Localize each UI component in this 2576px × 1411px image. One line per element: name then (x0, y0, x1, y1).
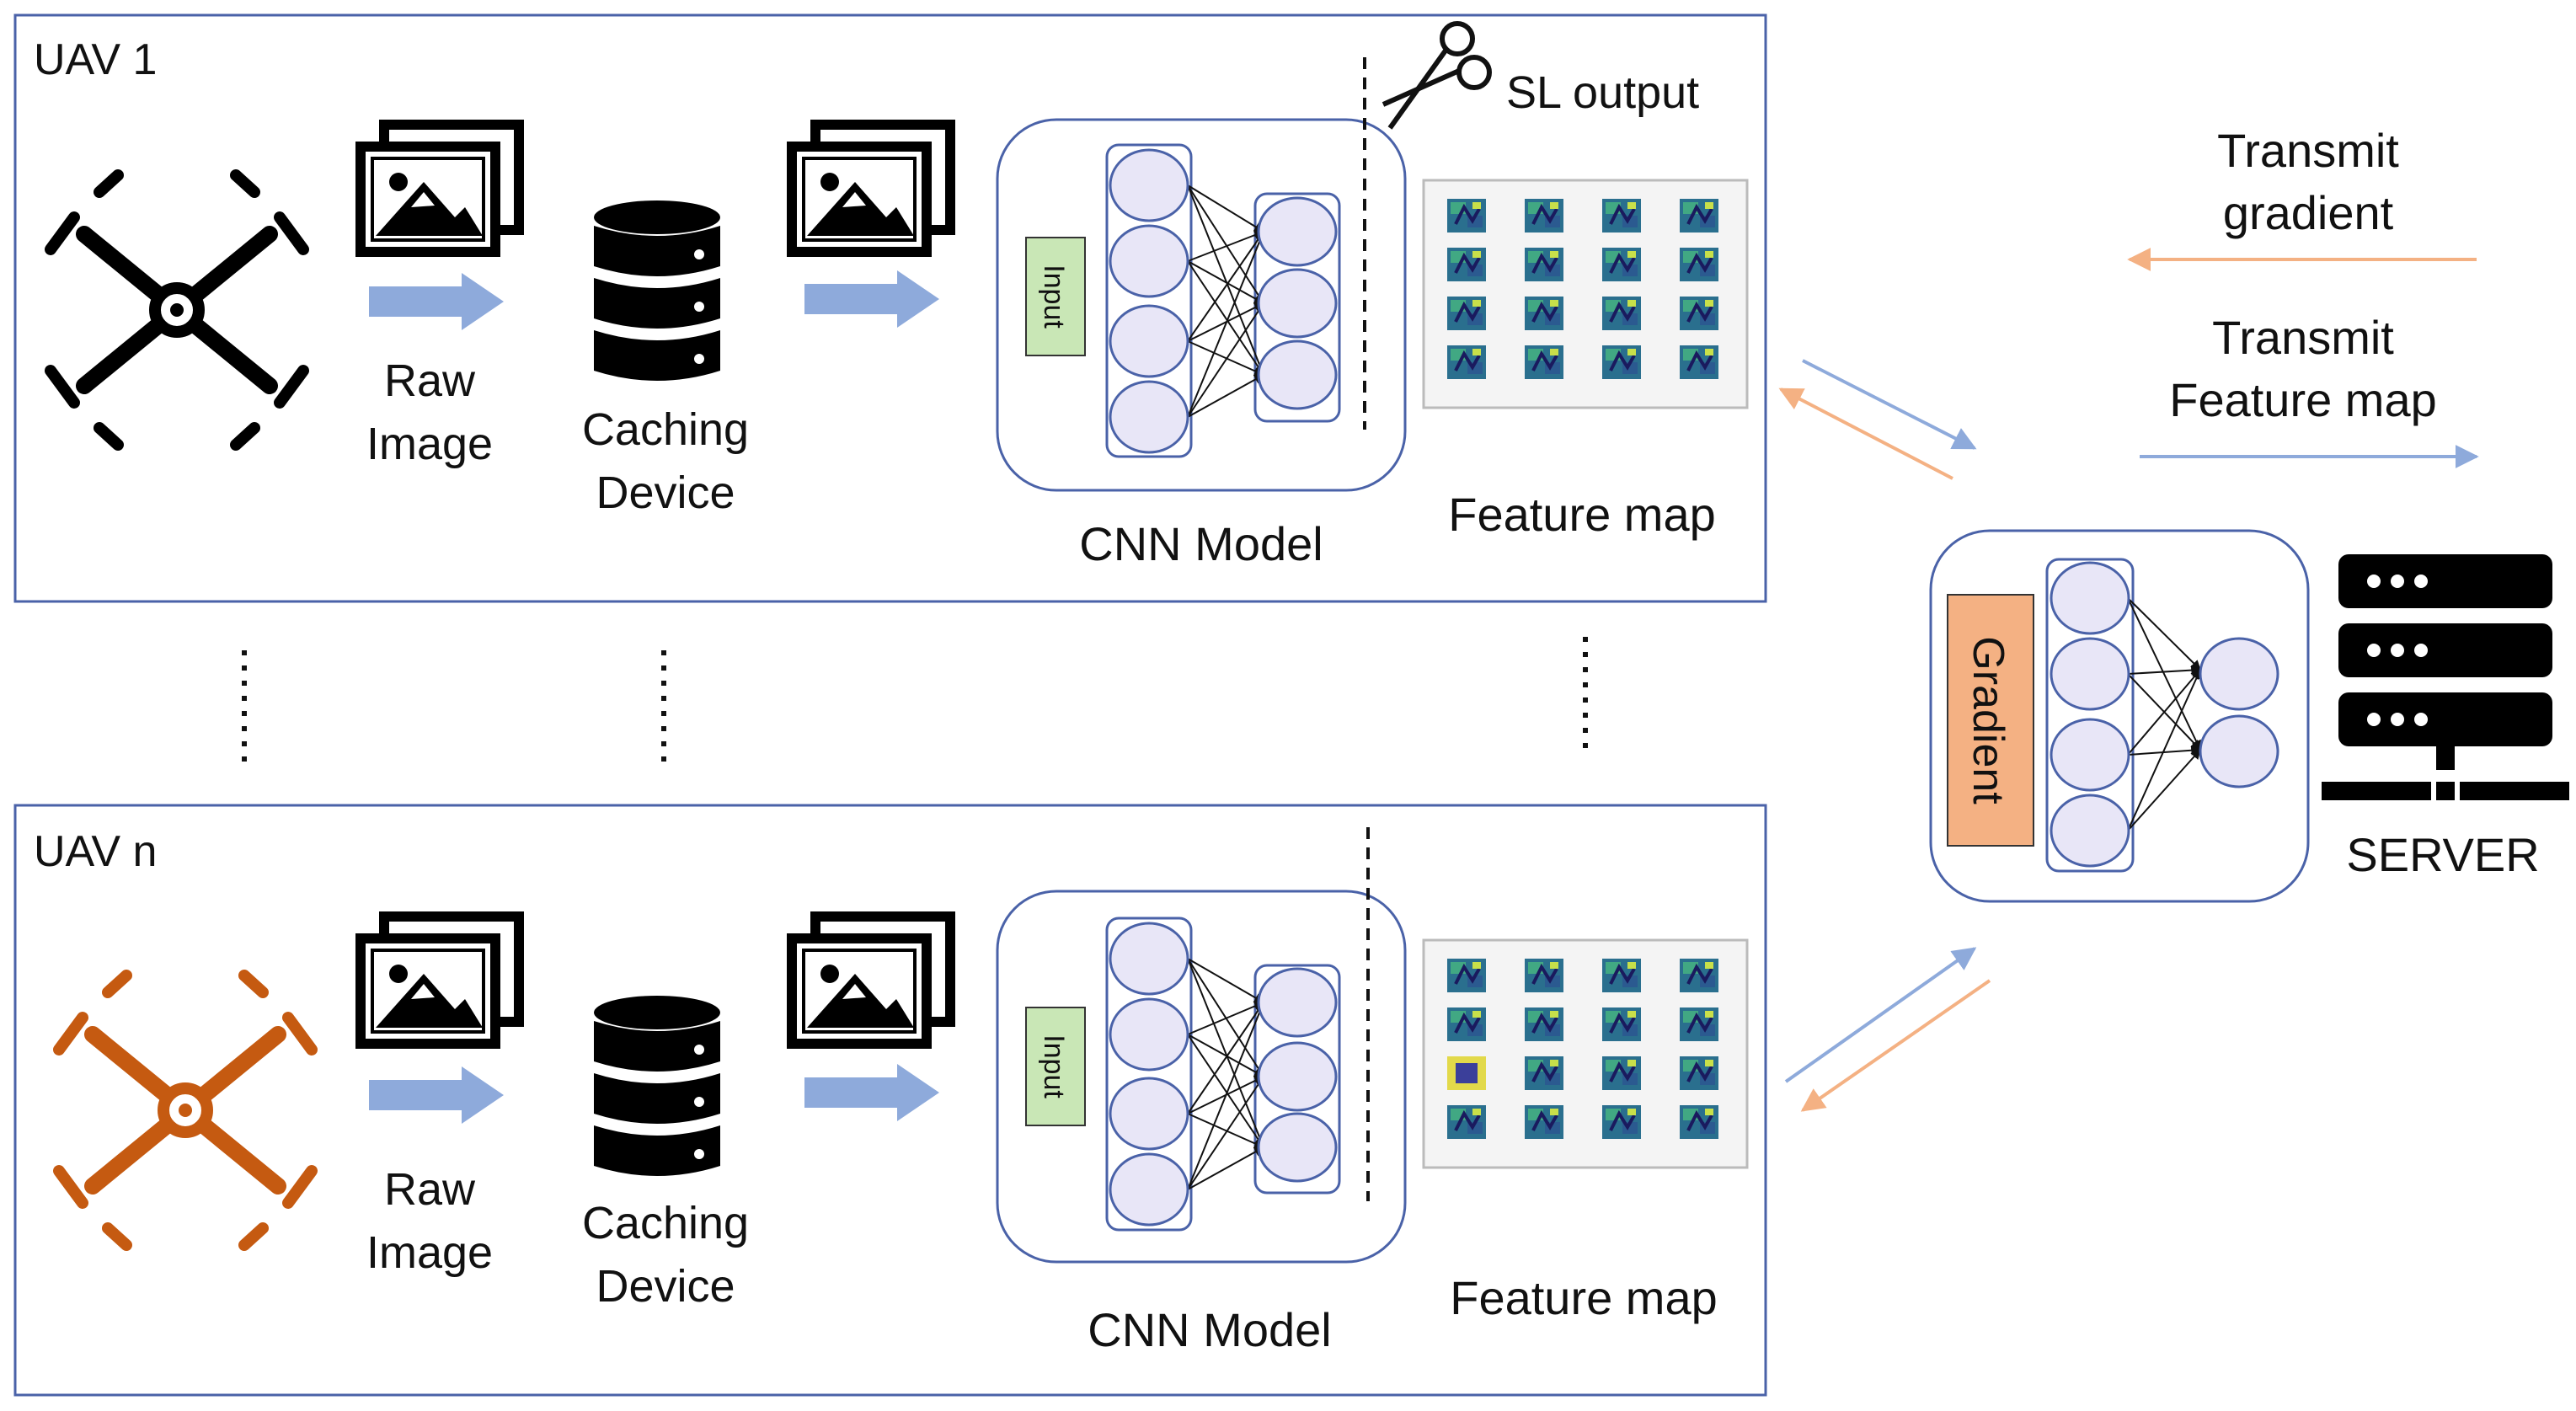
gradient-label: Gradient (1964, 636, 2012, 804)
cnn-model-label: CNN Model (1088, 1303, 1331, 1356)
uavn-title: UAV n (34, 827, 157, 876)
image-stack-icon (361, 125, 519, 252)
server-rack-icon (2322, 554, 2569, 800)
drone-icon (51, 175, 303, 445)
input-label: Input (1038, 1034, 1070, 1098)
scissors-icon (1382, 21, 1492, 130)
caching-device-label-line1: Caching (582, 1198, 749, 1248)
image-stack-icon (792, 125, 950, 252)
cnn-model: Input (996, 57, 1407, 492)
database-icon (594, 200, 720, 381)
feature-map-image (1422, 179, 1749, 409)
process-arrow (804, 270, 939, 328)
caching-device-label-line2: Device (596, 468, 735, 518)
uavn-frame (13, 804, 1767, 1397)
transmit-gradient-line2: gradient (2223, 186, 2394, 239)
feature-map-label: Feature map (1450, 1271, 1718, 1324)
feature-map-label: Feature map (1448, 488, 1716, 541)
transmit-legend: Transmit gradient Transmit Feature map (2127, 124, 2479, 468)
transmit-feature-line2: Feature map (2169, 373, 2437, 426)
process-arrow (804, 1064, 939, 1121)
sl-output-label: SL output (1506, 67, 1699, 118)
input-label: Input (1038, 265, 1070, 329)
drone-icon (59, 975, 312, 1245)
database-icon (594, 996, 720, 1176)
ellipsis-dots (242, 637, 1588, 772)
raw-image-label-line2: Image (366, 1227, 493, 1278)
uav1-server-arrows (1778, 359, 1977, 480)
server-model: Gradient (1929, 529, 2310, 903)
uavn-server-arrows (1784, 947, 1991, 1112)
transmit-feature-line1: Transmit (2212, 311, 2394, 364)
uavn-panel: UAV n Raw Image Caching Device Input (13, 804, 1767, 1397)
caching-device-label-line2: Device (596, 1261, 735, 1312)
uav1-panel: UAV 1 Raw Image Caching Device Input (13, 13, 1767, 603)
raw-image-label-line2: Image (366, 419, 493, 469)
cnn-model-label: CNN Model (1079, 517, 1323, 570)
uav1-frame (13, 13, 1767, 603)
uav1-title: UAV 1 (34, 35, 157, 84)
process-arrow (369, 273, 504, 330)
caching-device-label-line1: Caching (582, 404, 749, 455)
raw-image-label-line1: Raw (384, 1164, 476, 1215)
cnn-model: Input (996, 827, 1407, 1264)
image-stack-icon (792, 917, 950, 1044)
server-label: SERVER (2346, 828, 2539, 881)
image-stack-icon (361, 917, 519, 1044)
feature-map-image (1422, 938, 1749, 1169)
transmit-gradient-line1: Transmit (2217, 124, 2399, 177)
process-arrow (369, 1066, 504, 1124)
raw-image-label-line1: Raw (384, 355, 476, 406)
